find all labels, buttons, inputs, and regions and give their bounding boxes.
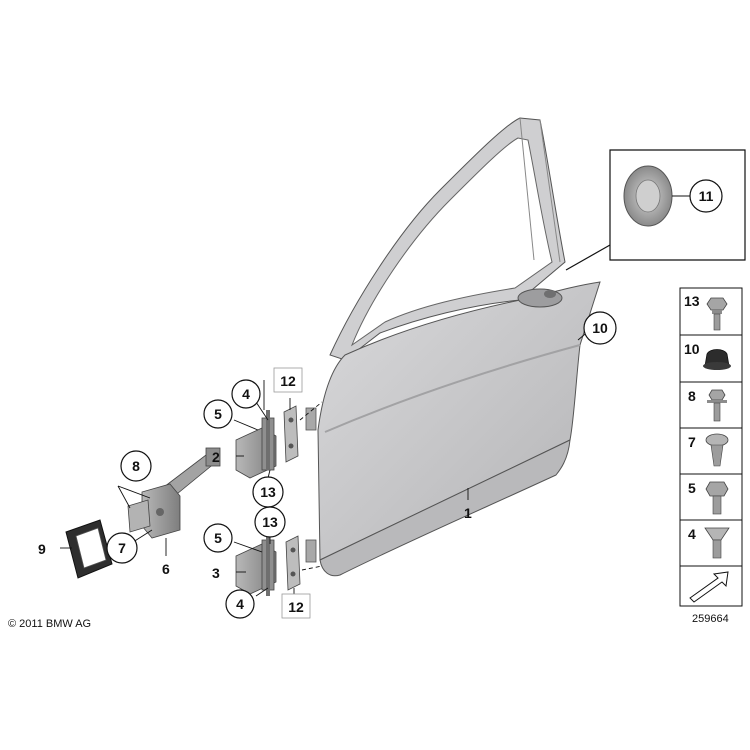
bolt-5-icon [705,481,729,515]
callout-11: 11 [699,188,714,204]
callout-circle-4-lower: 4 [225,589,255,619]
callout-box-12-upper: 12 [273,367,303,393]
callout-4-upper: 4 [242,386,250,402]
callout-circle-10: 10 [583,311,617,345]
screw-4-icon [704,527,730,559]
gasket-illustration [60,519,113,579]
legend-label-5: 5 [688,480,696,496]
callout-12-lower: 12 [288,599,304,615]
copyright-text: © 2011 BMW AG [8,618,91,630]
upper-hinge-illustration [235,405,299,479]
legend-label-4: 4 [688,526,696,542]
grommet-inset-box [609,149,746,261]
callout-9: 9 [38,541,46,557]
callout-6: 6 [162,561,170,577]
callout-circle-11: 11 [689,179,723,213]
callout-10: 10 [592,320,608,336]
callout-3: 3 [212,565,220,581]
legend-label-7: 7 [688,434,696,450]
callout-circle-8: 8 [120,450,152,482]
callout-7: 7 [118,540,126,556]
callout-13-lower: 13 [262,514,278,530]
callout-circle-7: 7 [106,532,138,564]
legend-label-10: 10 [684,341,700,357]
callout-5-upper: 5 [214,406,222,422]
bolt-8-icon [707,389,727,422]
callout-circle-5-upper: 5 [203,399,233,429]
leader-line [565,244,611,271]
screw-7-icon [705,433,729,467]
callout-circle-5-lower: 5 [203,523,233,553]
nut-10-icon [703,349,731,370]
callout-4-lower: 4 [236,596,244,612]
callout-2: 2 [212,449,220,465]
callout-circle-13-upper: 13 [252,476,284,508]
front-door-illustration [305,117,601,577]
callout-1: 1 [464,505,472,521]
callout-box-12-lower: 12 [281,593,311,619]
diagram-number: 259664 [692,613,729,625]
callout-13-upper: 13 [260,484,276,500]
legend-label-8: 8 [688,388,696,404]
callout-12-upper: 12 [280,373,296,389]
fastener-legend: 13 10 8 7 5 4 [679,287,743,607]
callout-circle-4-upper: 4 [231,379,261,409]
upper-hinge-leaders [233,380,323,479]
bolt-13-icon [706,297,728,331]
legend-label-13: 13 [684,293,700,309]
callout-8: 8 [132,458,140,474]
lower-hinge-illustration [235,534,301,596]
door-check-illustration [127,447,221,539]
callout-circle-13-lower: 13 [254,506,286,538]
callout-5-lower: 5 [214,530,222,546]
